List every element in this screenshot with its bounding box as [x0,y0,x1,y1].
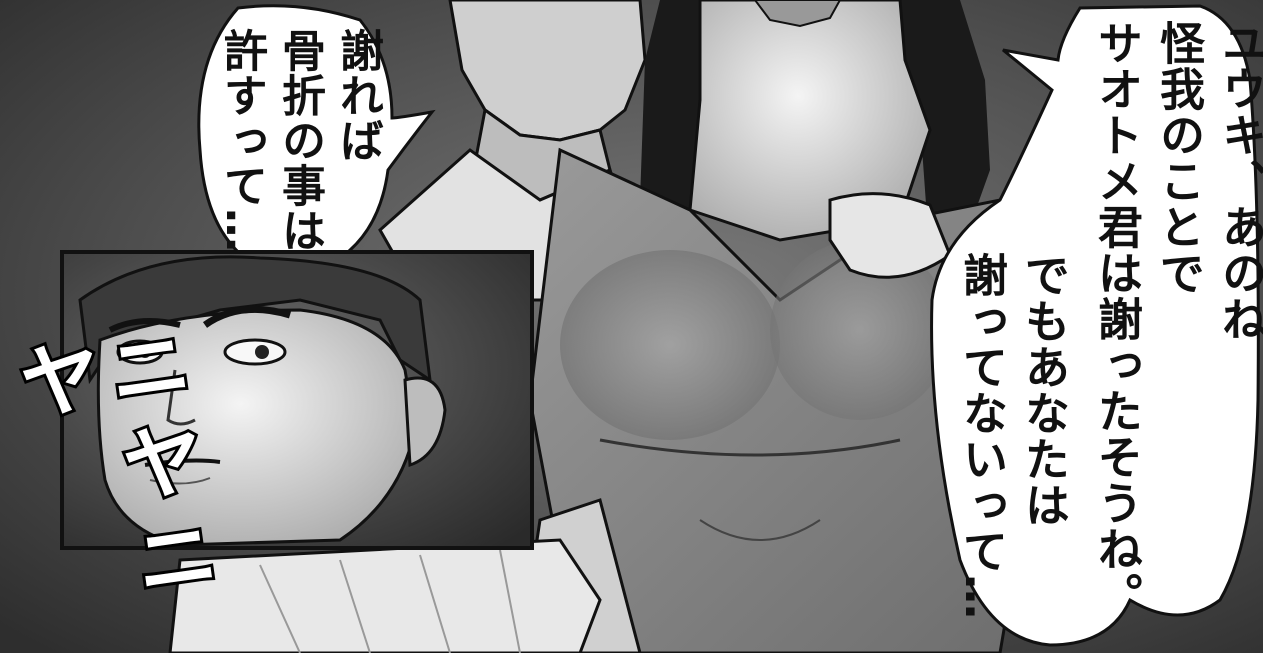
woman-figure [168,0,1062,653]
speech-line: ユウキ、あのね [1214,20,1263,342]
speech-line: 骨折の事は [274,28,325,253]
inset-panel [60,250,534,550]
speech-line: でもあなたは [1017,252,1070,528]
speech-line: 謝ってないって… [955,252,1008,620]
speech-text-right-first: ユウキ、あのね 怪我のことで サオトメ君は謝ったそうね。 [1085,20,1263,618]
speech-line: サオトメ君は謝ったそうね。 [1090,20,1143,618]
smirking-boy [78,255,447,547]
speech-text-right-second: でもあなたは 謝ってないって… [950,252,1074,620]
speech-bubble-right [930,4,1260,647]
speech-line: 許すって… [216,28,267,253]
speech-line: 怪我のことで [1152,20,1205,296]
speech-text-left: 謝れば 骨折の事は 許すって… [212,28,386,253]
speech-line: 謝れば [332,28,383,163]
speech-bubble-left [197,4,436,270]
